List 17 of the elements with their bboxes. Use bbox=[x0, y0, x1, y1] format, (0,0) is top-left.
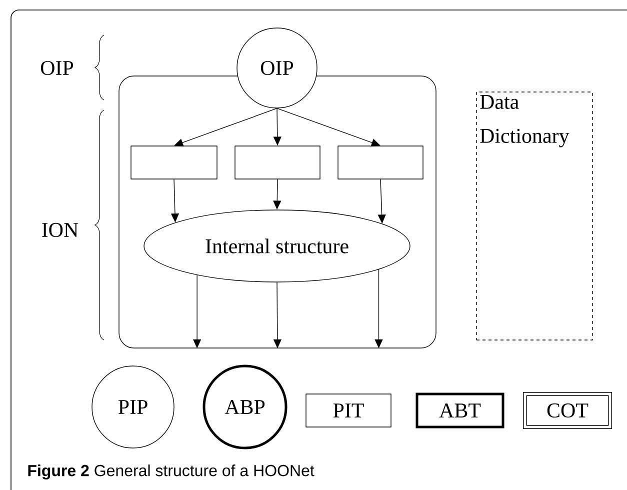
process-box bbox=[338, 146, 424, 180]
circle-node: ABP bbox=[202, 364, 288, 450]
process-box bbox=[234, 146, 320, 180]
dictionary-box: Data Dictionary bbox=[476, 92, 593, 340]
ellipse-node: Internal structure bbox=[144, 210, 410, 282]
arrow bbox=[174, 108, 278, 146]
brace-label: ION bbox=[42, 222, 78, 238]
brace-label: OIP bbox=[40, 60, 74, 76]
rectangle-node: PIT bbox=[306, 394, 392, 428]
caption: Figure 2 General structure of a HOONet bbox=[28, 464, 314, 480]
rectangle-node: COT bbox=[523, 392, 612, 429]
process-box bbox=[130, 146, 218, 180]
ion-box bbox=[118, 76, 436, 348]
rectangle-node: ABT bbox=[416, 392, 504, 428]
circle-node: PIP bbox=[92, 366, 174, 448]
arrow bbox=[276, 108, 380, 146]
circle-node: OIP bbox=[236, 28, 318, 108]
